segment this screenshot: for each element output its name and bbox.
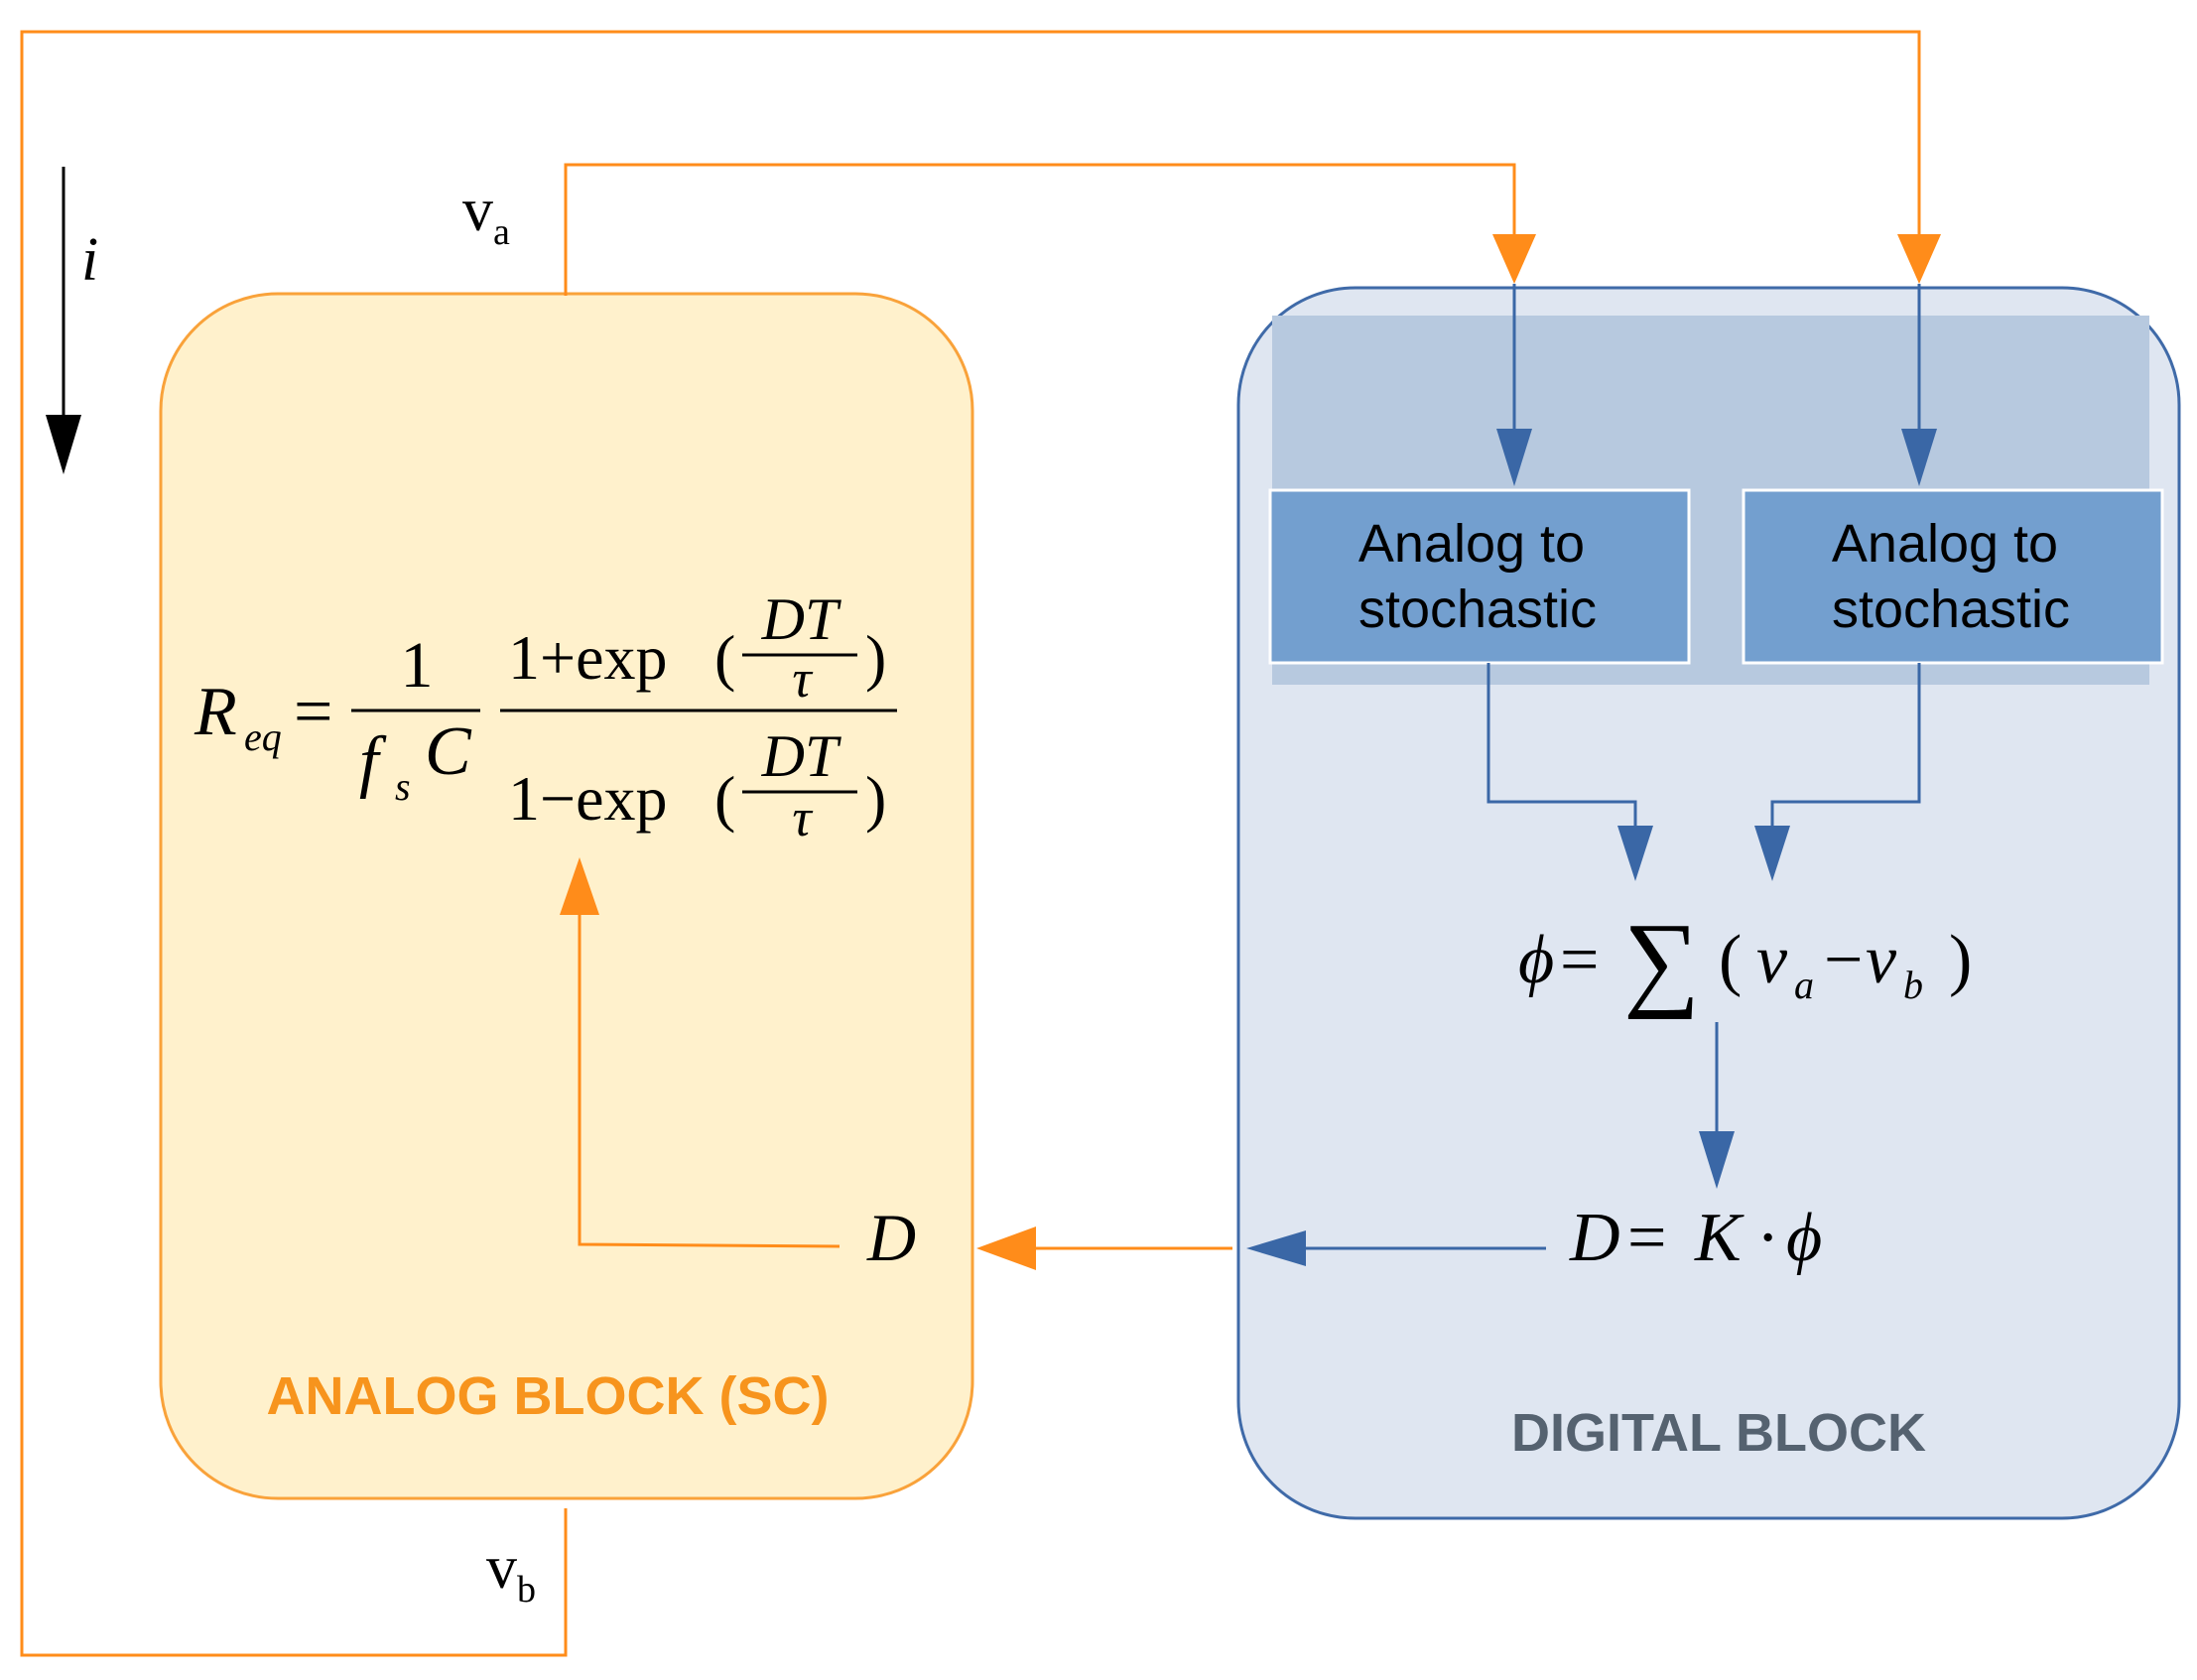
req-num-paren-open: (: [714, 622, 735, 693]
phi-v1: v: [1756, 922, 1788, 998]
vb-label-sub: b: [517, 1569, 536, 1611]
converter-box-2-line2: stochastic: [1832, 580, 2070, 639]
converter-box-2-line1: Analog to: [1832, 514, 2058, 574]
req-num-DT: DT: [761, 586, 841, 652]
duty-formula: D = K · ϕ: [1569, 1200, 1822, 1276]
blue-arrow-into-converter-1: [1496, 284, 1532, 486]
phi-symbol: ϕ: [1518, 922, 1554, 998]
duty-formula-K: K: [1694, 1200, 1745, 1276]
blue-arrow-duty-out: [1246, 1230, 1546, 1266]
converter-box-1-line1: Analog to: [1358, 514, 1585, 574]
req-fs-sub: s: [395, 764, 411, 809]
phi-paren-open: (: [1719, 922, 1742, 998]
req-den-paren-open: (: [714, 763, 735, 834]
req-den-paren-close: ): [865, 763, 886, 834]
req-num-tau: τ: [792, 649, 813, 709]
req-R: R: [194, 674, 237, 750]
vb-wire: [20, 30, 1941, 1657]
duty-arrow-into-analog: [976, 1227, 1232, 1270]
duty-formula-eq: =: [1627, 1200, 1666, 1276]
converter-box-1-line2: stochastic: [1358, 580, 1597, 639]
req-sub: eq: [244, 714, 282, 759]
req-eq: =: [294, 674, 332, 750]
phi-minus: −: [1824, 922, 1863, 998]
duty-formula-D: D: [1569, 1200, 1620, 1276]
req-formula: R eq = 1 f s C 1+exp ( DT τ ) 1−exp ( DT…: [194, 586, 897, 847]
current-label: i: [81, 226, 98, 294]
phi-formula: ϕ = ∑ ( v a − v b ): [1518, 902, 1972, 1020]
req-num-paren-close: ): [865, 622, 886, 693]
duty-to-formula-arrow: [560, 857, 840, 1248]
va-label-sub: a: [493, 211, 510, 253]
phi-sub-b: b: [1903, 963, 1923, 1007]
analog-block-label: ANALOG BLOCK (SC): [267, 1366, 830, 1426]
duty-formula-dot: ·: [1756, 1200, 1779, 1276]
converter-box-2: [1742, 488, 2164, 665]
va-wire: [564, 163, 1536, 296]
vb-label-main: v: [486, 1534, 517, 1602]
req-num-prefix: 1+exp: [508, 622, 668, 693]
phi-v2: v: [1866, 922, 1897, 998]
req-den-prefix: 1−exp: [508, 763, 668, 834]
phi-sum: ∑: [1623, 902, 1700, 1020]
phi-paren-close: ): [1949, 922, 1972, 998]
blue-arrow-converter-1-to-sum: [1486, 663, 1653, 881]
converter-box-1: [1268, 488, 1691, 665]
req-one: 1: [401, 629, 434, 702]
req-den-tau: τ: [792, 788, 813, 847]
blue-arrow-converter-2-to-sum: [1754, 663, 1921, 881]
phi-sub-a: a: [1794, 963, 1814, 1007]
req-C: C: [425, 713, 472, 790]
duty-formula-phi: ϕ: [1786, 1200, 1822, 1276]
vb-label: vb: [486, 1534, 536, 1611]
blue-arrow-sum-to-duty: [1699, 1022, 1735, 1189]
va-label: va: [462, 177, 510, 253]
current-arrow: [46, 167, 81, 474]
duty-label: D: [866, 1200, 916, 1275]
phi-eq: =: [1560, 922, 1599, 998]
digital-block-label: DIGITAL BLOCK: [1511, 1403, 1926, 1463]
req-den-DT: DT: [761, 723, 841, 789]
blue-arrow-into-converter-2: [1901, 284, 1937, 486]
va-label-main: v: [462, 177, 493, 244]
